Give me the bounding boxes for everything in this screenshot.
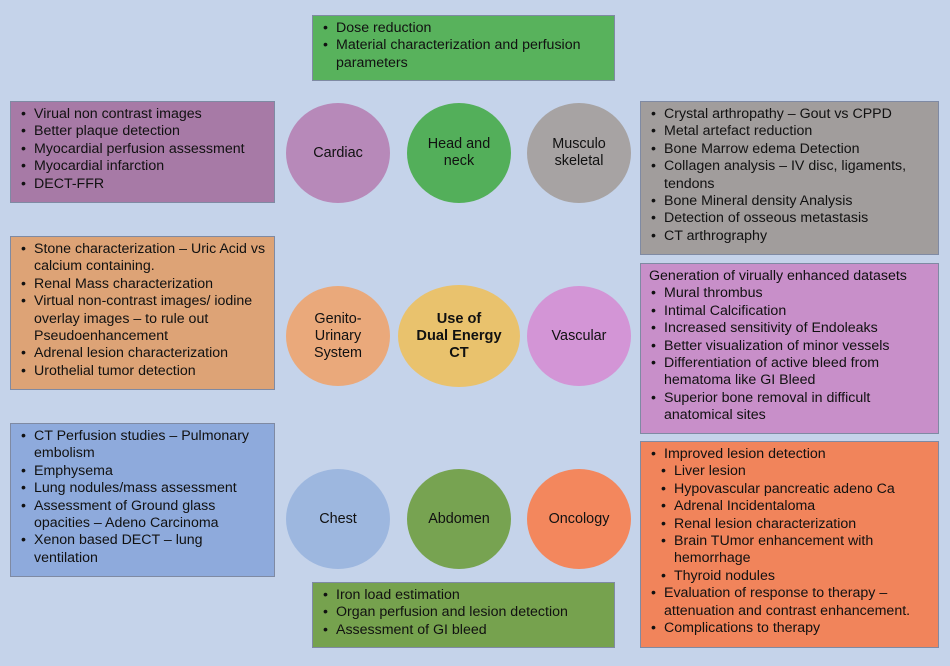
- genito-urinary-label: Genito- Urinary System: [314, 310, 362, 361]
- head-neck-label: Head and neck: [427, 136, 491, 169]
- cardiac-circle: Cardiac: [286, 103, 390, 203]
- abdomen-label: Abdomen: [428, 510, 490, 527]
- list-item: Collagen analysis – IV disc, ligaments, …: [649, 158, 930, 193]
- list-item: Brain TUmor enhancement with hemorrhage: [659, 533, 930, 568]
- list-item: CT Perfusion studies – Pulmonary embolis…: [19, 428, 266, 463]
- chest-label: Chest: [319, 510, 357, 527]
- list-item: Assessment of GI bleed: [321, 622, 606, 640]
- oncology-box: Improved lesion detectionLiver lesionHyp…: [640, 441, 939, 648]
- gu-bullet-list: Stone characterization – Uric Acid vs ca…: [19, 241, 266, 381]
- list-item: Renal Mass characterization: [19, 276, 266, 294]
- list-item: Thyroid nodules: [659, 568, 930, 586]
- list-item: Intimal Calcification: [649, 303, 930, 321]
- list-item: Stone characterization – Uric Acid vs ca…: [19, 241, 266, 276]
- list-item: Increased sensitivity of Endoleaks: [649, 320, 930, 338]
- list-item: Virtual non-contrast images/ iodine over…: [19, 293, 266, 345]
- oncology-circle: Oncology: [527, 469, 631, 569]
- genito-urinary-box: Stone characterization – Uric Acid vs ca…: [10, 236, 275, 390]
- vascular-circle: Vascular: [527, 286, 631, 386]
- head-bullet-list: Dose reductionMaterial characterization …: [321, 20, 606, 72]
- list-item: Renal lesion characterization: [659, 516, 930, 534]
- list-item: Xenon based DECT – lung ventilation: [19, 532, 266, 567]
- abdomen-box: Iron load estimationOrgan perfusion and …: [312, 582, 615, 648]
- cardiac-label: Cardiac: [313, 144, 363, 161]
- list-item: Urothelial tumor detection: [19, 363, 266, 381]
- cardiac-bullet-list: Virual non contrast imagesBetter plaque …: [19, 106, 266, 193]
- vascular-box: Generation of virually enhanced datasets…: [640, 263, 939, 434]
- list-item: Superior bone removal in difficult anato…: [649, 390, 930, 425]
- abdomen-bullet-list: Iron load estimationOrgan perfusion and …: [321, 587, 606, 640]
- list-item: Better visualization of minor vessels: [649, 338, 930, 356]
- list-item: DECT-FFR: [19, 176, 266, 194]
- list-item: Differentiation of active bleed from hem…: [649, 355, 930, 390]
- list-item: Complications to therapy: [649, 620, 930, 638]
- head-neck-box: Dose reductionMaterial characterization …: [312, 15, 615, 81]
- list-item: Myocardial infarction: [19, 158, 266, 176]
- list-item: Assessment of Ground glass opacities – A…: [19, 498, 266, 533]
- list-item: Iron load estimation: [321, 587, 606, 605]
- list-item: Dose reduction: [321, 20, 606, 38]
- musculoskeletal-box: Crystal arthropathy – Gout vs CPPDMetal …: [640, 101, 939, 255]
- chest-bullet-list: CT Perfusion studies – Pulmonary embolis…: [19, 428, 266, 567]
- list-item: Virual non contrast images: [19, 106, 266, 124]
- center-label: Use of Dual Energy CT: [416, 310, 502, 361]
- list-item: Improved lesion detection: [649, 446, 930, 464]
- musculoskeletal-label: Musculo skeletal: [552, 136, 606, 169]
- list-item: Hypovascular pancreatic adeno Ca: [659, 481, 930, 499]
- center-circle: Use of Dual Energy CT: [398, 285, 520, 387]
- list-item: Lung nodules/mass assessment: [19, 480, 266, 498]
- list-item: Myocardial perfusion assessment: [19, 141, 266, 159]
- list-item: Detection of osseous metastasis: [649, 210, 930, 228]
- chest-box: CT Perfusion studies – Pulmonary embolis…: [10, 423, 275, 577]
- list-item: Liver lesion: [659, 463, 930, 481]
- musculoskeletal-circle: Musculo skeletal: [527, 103, 631, 203]
- list-item: Better plaque detection: [19, 123, 266, 141]
- list-item: Bone Mineral density Analysis: [649, 193, 930, 211]
- cardiac-box: Virual non contrast imagesBetter plaque …: [10, 101, 275, 203]
- abdomen-circle: Abdomen: [407, 469, 511, 569]
- oncology-bullet-list: Improved lesion detectionLiver lesionHyp…: [649, 446, 930, 638]
- head-neck-circle: Head and neck: [407, 103, 511, 203]
- genito-urinary-circle: Genito- Urinary System: [286, 286, 390, 386]
- msk-bullet-list: Crystal arthropathy – Gout vs CPPDMetal …: [649, 106, 930, 246]
- list-item: Metal artefact reduction: [649, 123, 930, 141]
- list-item: Adrenal Incidentaloma: [659, 498, 930, 516]
- list-item: Evaluation of response to therapy – atte…: [649, 585, 930, 620]
- list-item: CT arthrography: [649, 228, 930, 246]
- list-item: Material characterization and perfusion …: [321, 37, 606, 72]
- list-item: Mural thrombus: [649, 285, 930, 303]
- list-item: Crystal arthropathy – Gout vs CPPD: [649, 106, 930, 124]
- list-item: Bone Marrow edema Detection: [649, 141, 930, 159]
- list-item: Adrenal lesion characterization: [19, 345, 266, 363]
- list-item: Organ perfusion and lesion detection: [321, 604, 606, 622]
- vascular-bullet-list: Mural thrombusIntimal CalcificationIncre…: [649, 285, 930, 424]
- vascular-box-heading: Generation of virually enhanced datasets: [649, 268, 907, 284]
- vascular-label: Vascular: [551, 327, 607, 344]
- list-item: Emphysema: [19, 463, 266, 481]
- oncology-label: Oncology: [548, 510, 610, 527]
- chest-circle: Chest: [286, 469, 390, 569]
